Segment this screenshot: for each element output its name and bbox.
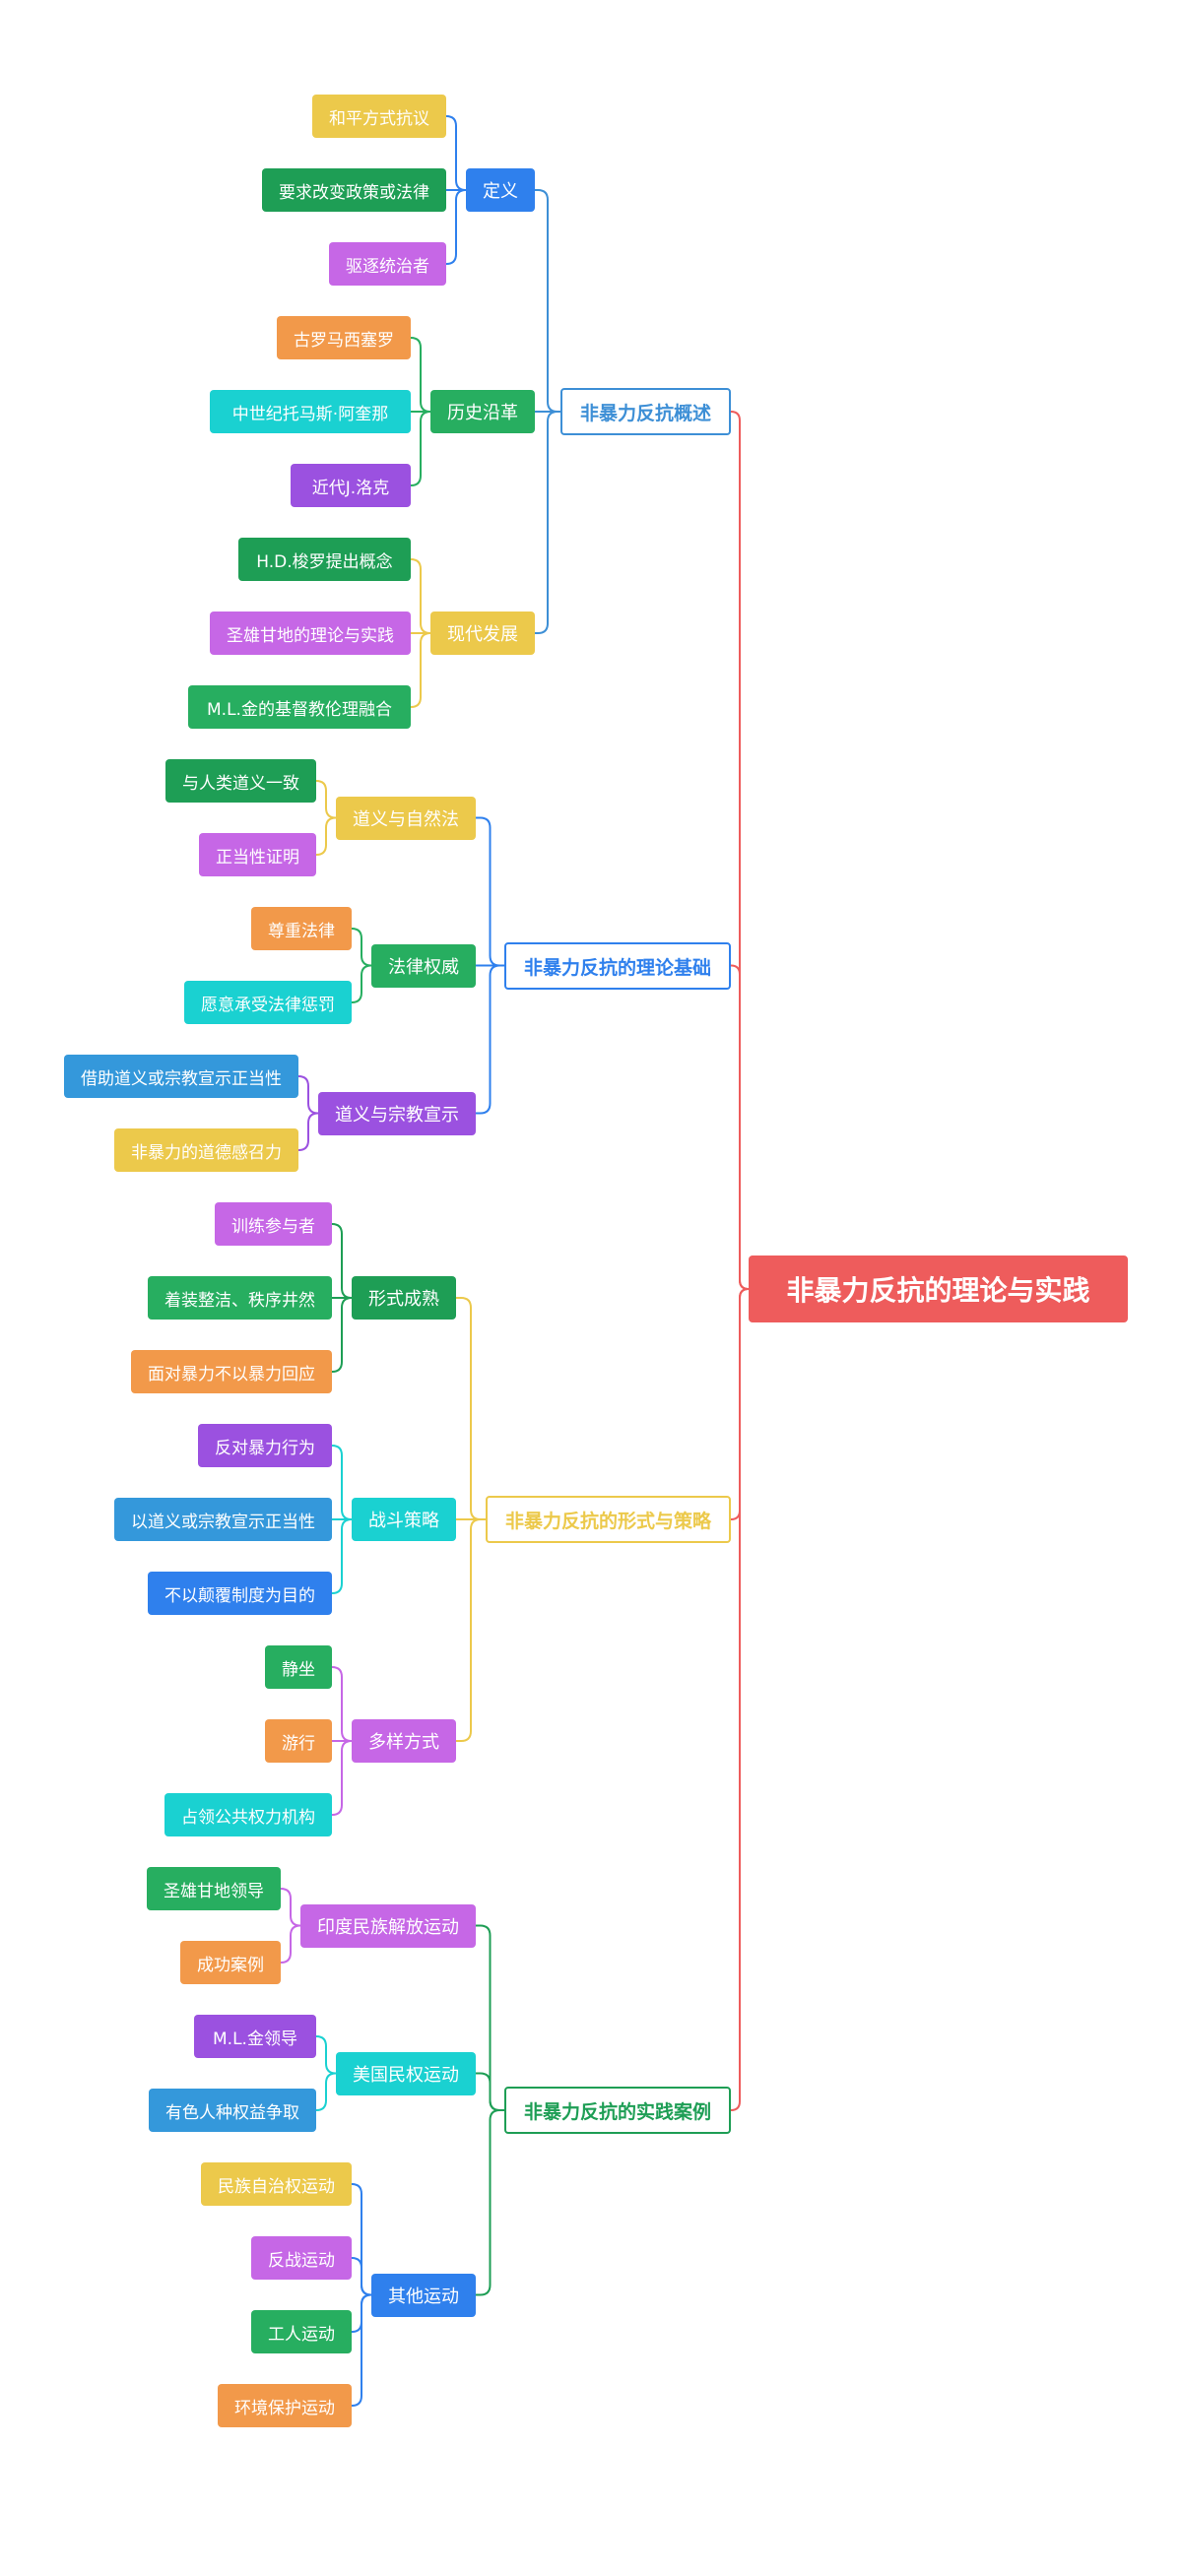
topic-leaf-connector (331, 1666, 353, 1742)
topic-leaf-connector (297, 1075, 319, 1115)
topic-leaf-connector (410, 411, 431, 486)
leaf-node[interactable]: 工人运动 (251, 2310, 352, 2353)
topic-leaf-connector (315, 780, 337, 819)
leaf-node[interactable]: 尊重法律 (251, 907, 352, 950)
branch-topic-connector (476, 816, 504, 967)
topic-leaf-connector (315, 816, 337, 856)
topic-leaf-connector (445, 115, 467, 191)
leaf-node[interactable]: 要求改变政策或法律 (262, 168, 446, 212)
leaf-node[interactable]: 反对暴力行为 (198, 1424, 332, 1467)
topic-node[interactable]: 道义与自然法 (336, 797, 476, 840)
leaf-node[interactable]: 正当性证明 (199, 833, 316, 876)
leaf-node[interactable]: 有色人种权益争取 (149, 2089, 316, 2132)
leaf-node[interactable]: 圣雄甘地的理论与实践 (210, 612, 411, 655)
topic-node[interactable]: 现代发展 (430, 612, 535, 655)
topic-node[interactable]: 道义与宗教宣示 (318, 1092, 476, 1135)
leaf-node[interactable]: 古罗马西塞罗 (277, 316, 411, 359)
topic-leaf-connector (280, 1924, 301, 1964)
branch-node[interactable]: 非暴力反抗概述 (560, 388, 731, 435)
leaf-node[interactable]: 着装整洁、秩序井然 (148, 1276, 332, 1320)
leaf-node[interactable]: 成功案例 (180, 1941, 281, 1984)
topic-leaf-connector (315, 2072, 337, 2111)
topic-leaf-connector (315, 2035, 337, 2075)
branch-topic-connector (476, 2109, 504, 2296)
topic-node[interactable]: 法律权威 (371, 944, 476, 988)
branch-topic-connector (456, 1518, 486, 1742)
topic-leaf-connector (331, 1223, 353, 1299)
topic-node[interactable]: 形式成熟 (352, 1276, 456, 1320)
leaf-node[interactable]: 环境保护运动 (218, 2384, 352, 2427)
branch-node[interactable]: 非暴力反抗的形式与策略 (486, 1496, 731, 1543)
branch-topic-connector (456, 1297, 486, 1520)
topic-node[interactable]: 战斗策略 (352, 1498, 456, 1541)
leaf-node[interactable]: 训练参与者 (215, 1202, 332, 1246)
topic-leaf-connector (331, 1445, 353, 1520)
topic-leaf-connector (410, 558, 431, 634)
leaf-node[interactable]: 占领公共权力机构 (164, 1793, 332, 1836)
topic-leaf-connector (410, 632, 431, 708)
leaf-node[interactable]: 面对暴力不以暴力回应 (131, 1350, 332, 1393)
topic-leaf-connector (297, 1112, 319, 1151)
topic-node[interactable]: 历史沿革 (430, 390, 535, 433)
root-branch-connector (730, 1288, 750, 2111)
topic-node[interactable]: 定义 (466, 168, 535, 212)
topic-leaf-connector (410, 337, 431, 413)
leaf-node[interactable]: 驱逐统治者 (329, 242, 446, 286)
topic-node[interactable]: 美国民权运动 (336, 2052, 476, 2095)
leaf-node[interactable]: 民族自治权运动 (201, 2162, 352, 2206)
leaf-node[interactable]: 中世纪托马斯·阿奎那 (210, 390, 411, 433)
leaf-node[interactable]: 借助道义或宗教宣示正当性 (64, 1055, 298, 1098)
leaf-node[interactable]: 反战运动 (251, 2236, 352, 2280)
topic-node[interactable]: 印度民族解放运动 (300, 1904, 476, 1948)
topic-node[interactable]: 其他运动 (371, 2274, 476, 2317)
topic-leaf-connector (445, 189, 467, 265)
branch-topic-connector (535, 411, 560, 634)
topic-leaf-connector (351, 964, 372, 1003)
leaf-node[interactable]: 非暴力的道德感召力 (114, 1128, 298, 1172)
leaf-node[interactable]: 游行 (265, 1719, 332, 1763)
leaf-node[interactable]: H.D.梭罗提出概念 (238, 538, 411, 581)
topic-leaf-connector (331, 1740, 353, 1816)
leaf-node[interactable]: 愿意承受法律惩罚 (184, 981, 352, 1024)
topic-leaf-connector (280, 1888, 301, 1927)
branch-node[interactable]: 非暴力反抗的实践案例 (504, 2087, 731, 2134)
branch-topic-connector (476, 2072, 504, 2111)
topic-node[interactable]: 多样方式 (352, 1719, 456, 1763)
topic-leaf-connector (331, 1518, 353, 1594)
branch-node[interactable]: 非暴力反抗的理论基础 (504, 942, 731, 990)
leaf-node[interactable]: M.L.金领导 (194, 2015, 316, 2058)
leaf-node[interactable]: 不以颠覆制度为目的 (148, 1572, 332, 1615)
branch-topic-connector (476, 964, 504, 1115)
leaf-node[interactable]: M.L.金的基督教伦理融合 (188, 685, 411, 729)
root-node[interactable]: 非暴力反抗的理论与实践 (749, 1256, 1128, 1322)
leaf-node[interactable]: 以道义或宗教宣示正当性 (114, 1498, 332, 1541)
branch-topic-connector (535, 189, 560, 413)
topic-leaf-connector (331, 1297, 353, 1373)
topic-leaf-connector (351, 2293, 372, 2407)
root-branch-connector (730, 964, 750, 1290)
topic-leaf-connector (351, 928, 372, 967)
leaf-node[interactable]: 近代J.洛克 (291, 464, 411, 507)
leaf-node[interactable]: 静坐 (265, 1645, 332, 1689)
topic-leaf-connector (351, 2257, 372, 2296)
leaf-node[interactable]: 与人类道义一致 (165, 759, 316, 803)
leaf-node[interactable]: 和平方式抗议 (312, 95, 446, 138)
leaf-node[interactable]: 圣雄甘地领导 (147, 1867, 281, 1910)
